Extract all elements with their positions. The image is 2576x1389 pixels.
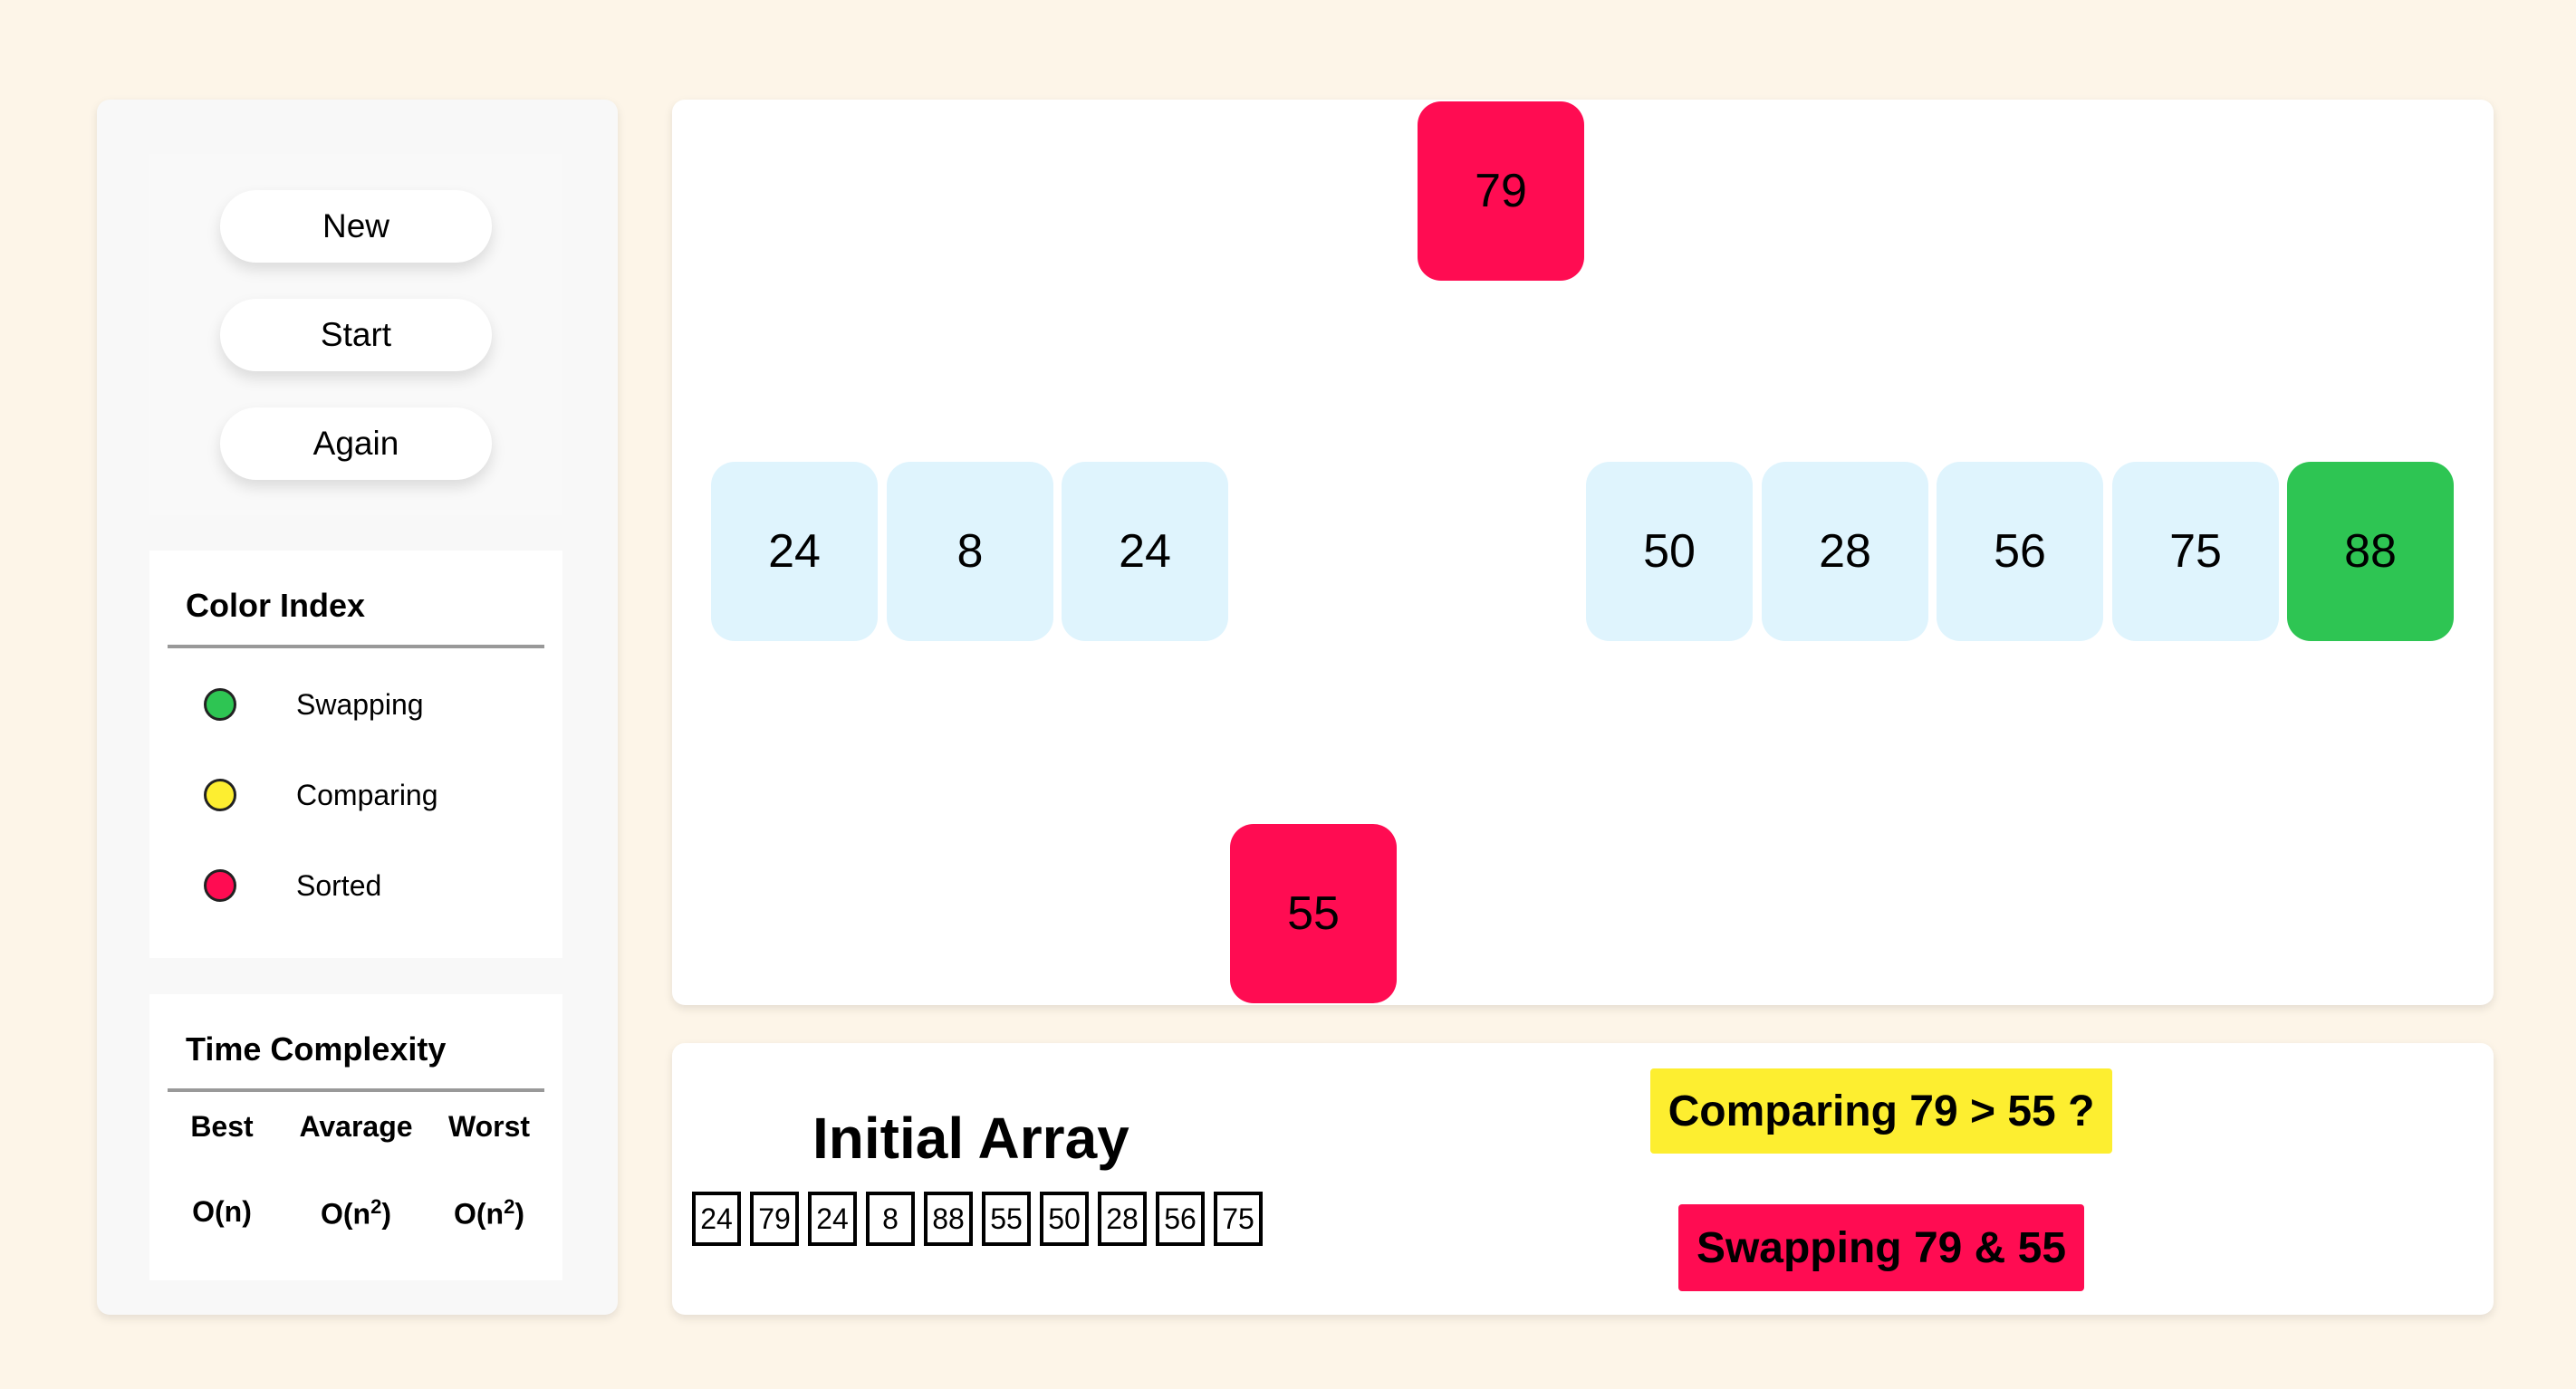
average-complexity: O(n2) bbox=[321, 1195, 391, 1231]
legend-item-sorted: Sorted bbox=[204, 866, 381, 905]
array-visualizer: 24 8 24 55 79 50 28 56 75 88 bbox=[672, 100, 2494, 1005]
array-bar-swapping: 79 bbox=[1418, 101, 1584, 281]
initial-array-cell: 28 bbox=[1098, 1192, 1147, 1246]
controls-card: New Start Again bbox=[149, 154, 562, 515]
initial-array-cell: 24 bbox=[692, 1192, 741, 1246]
initial-array-cell: 24 bbox=[808, 1192, 857, 1246]
initial-array-cell: 75 bbox=[1214, 1192, 1263, 1246]
initial-array: 24 79 24 8 88 55 50 28 56 75 bbox=[692, 1192, 1272, 1246]
time-complexity-title: Time Complexity bbox=[186, 1030, 447, 1068]
initial-array-cell: 56 bbox=[1156, 1192, 1205, 1246]
info-panel: Initial Array 24 79 24 8 88 55 50 28 56 … bbox=[672, 1043, 2494, 1315]
worst-complexity: O(n2) bbox=[454, 1195, 524, 1231]
worst-header: Worst bbox=[447, 1110, 531, 1143]
swapping-color-dot bbox=[204, 688, 236, 721]
array-bar-sorted: 88 bbox=[2287, 462, 2454, 641]
legend-item-swapping: Swapping bbox=[204, 685, 424, 724]
average-header: Avarage bbox=[299, 1110, 413, 1143]
divider bbox=[168, 645, 544, 648]
array-bar: 24 bbox=[711, 462, 878, 641]
legend-label: Swapping bbox=[296, 687, 424, 721]
array-bar: 28 bbox=[1762, 462, 1928, 641]
divider bbox=[168, 1088, 544, 1092]
initial-array-cell: 55 bbox=[982, 1192, 1031, 1246]
best-header: Best bbox=[190, 1110, 254, 1143]
swapping-status: Swapping 79 & 55 bbox=[1678, 1204, 2084, 1291]
array-bar: 24 bbox=[1062, 462, 1228, 641]
array-bar: 56 bbox=[1937, 462, 2103, 641]
start-button[interactable]: Start bbox=[220, 299, 492, 371]
initial-array-cell: 79 bbox=[750, 1192, 799, 1246]
array-bar: 50 bbox=[1586, 462, 1753, 641]
again-button[interactable]: Again bbox=[220, 407, 492, 480]
initial-array-cell: 50 bbox=[1040, 1192, 1089, 1246]
initial-array-cell: 88 bbox=[924, 1192, 973, 1246]
sorted-color-dot bbox=[204, 869, 236, 902]
time-complexity-card: Time Complexity Best Avarage Worst O(n) … bbox=[149, 994, 562, 1280]
array-bar: 75 bbox=[2112, 462, 2279, 641]
legend-label: Sorted bbox=[296, 868, 382, 902]
array-bar: 8 bbox=[887, 462, 1053, 641]
comparing-color-dot bbox=[204, 779, 236, 811]
initial-array-cell: 8 bbox=[866, 1192, 915, 1246]
legend-item-comparing: Comparing bbox=[204, 775, 438, 815]
color-index-title: Color Index bbox=[186, 587, 366, 624]
legend-label: Comparing bbox=[296, 778, 438, 811]
color-index-card: Color Index Swapping Comparing Sorted bbox=[149, 551, 562, 958]
sidebar: New Start Again Color Index Swapping Com… bbox=[97, 100, 618, 1315]
new-button[interactable]: New bbox=[220, 190, 492, 263]
initial-array-title: Initial Array bbox=[812, 1106, 1129, 1171]
comparing-status: Comparing 79 > 55 ? bbox=[1650, 1068, 2112, 1154]
best-complexity: O(n) bbox=[192, 1195, 252, 1228]
array-bar-swapping: 55 bbox=[1230, 824, 1397, 1003]
